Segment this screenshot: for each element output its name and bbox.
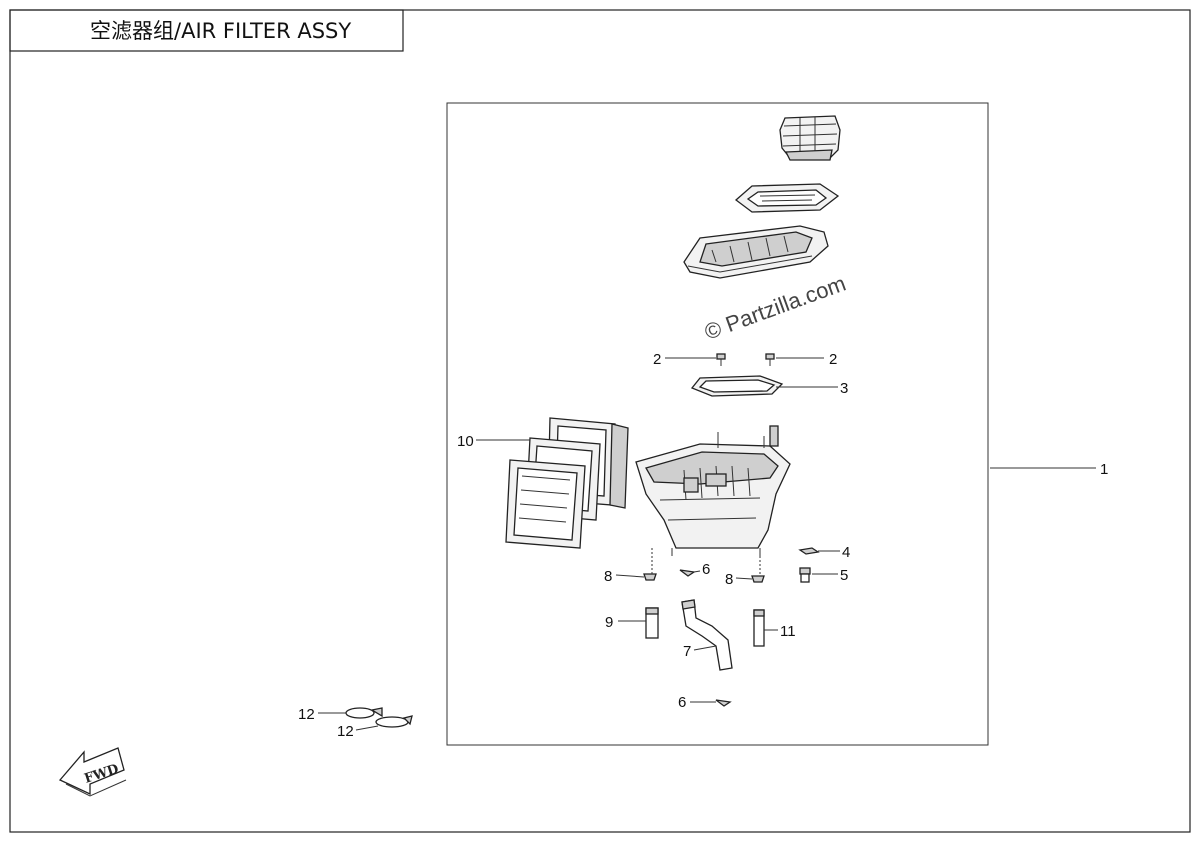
screw-left xyxy=(716,353,726,366)
clamp-8-right xyxy=(751,575,765,583)
upper-housing xyxy=(683,225,829,279)
hose-9 xyxy=(645,607,659,639)
cover-frame xyxy=(734,183,840,213)
callout-1: 1 xyxy=(1100,461,1108,478)
lower-housing xyxy=(635,425,791,556)
callout-6-bottom: 6 xyxy=(678,694,686,711)
title-box xyxy=(9,9,404,52)
callout-5: 5 xyxy=(840,567,848,584)
clamp-8-left xyxy=(643,573,657,581)
clamps-12 xyxy=(345,707,413,728)
intake-duct xyxy=(779,115,841,161)
callout-11: 11 xyxy=(780,623,796,640)
callout-2-right: 2 xyxy=(829,351,837,368)
clamp-6-bottom xyxy=(715,699,732,707)
screw-right xyxy=(765,353,775,366)
diagram-title: 空滤器组/AIR FILTER ASSY xyxy=(90,19,351,43)
callout-4: 4 xyxy=(842,544,850,561)
callout-12-top: 12 xyxy=(298,706,315,723)
assembly-box xyxy=(446,102,989,746)
callout-2-left: 2 xyxy=(653,351,661,368)
sheet-border xyxy=(9,9,1191,833)
cap-5 xyxy=(799,567,811,583)
callout-9: 9 xyxy=(605,614,613,631)
callout-3: 3 xyxy=(840,380,848,397)
leader-lines xyxy=(318,357,1096,731)
callout-10: 10 xyxy=(457,433,474,450)
callout-8-right: 8 xyxy=(725,571,733,588)
clip-4 xyxy=(798,547,820,555)
callout-8-left: 8 xyxy=(604,568,612,585)
watermark: © Partzilla.com xyxy=(701,271,849,345)
callout-12-bottom: 12 xyxy=(337,723,354,740)
clamp-6-top xyxy=(679,569,696,577)
bent-hose-7 xyxy=(681,599,733,671)
callout-6-top: 6 xyxy=(702,561,710,578)
hose-11 xyxy=(753,609,765,647)
fwd-arrow-icon: FWD xyxy=(58,747,127,797)
filter-element xyxy=(505,417,629,549)
gasket-plate xyxy=(690,375,784,397)
callout-7: 7 xyxy=(683,643,691,660)
